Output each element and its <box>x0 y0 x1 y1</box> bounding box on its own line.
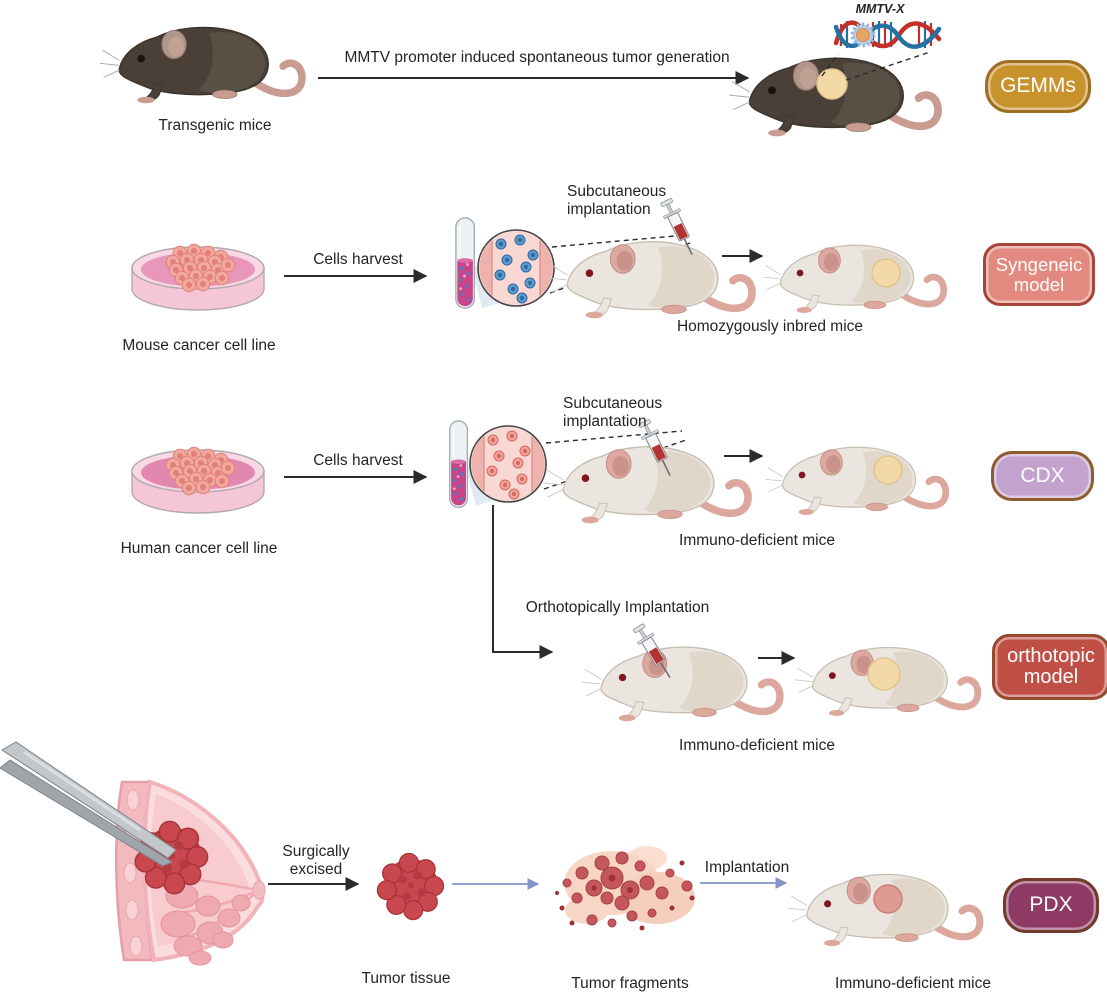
gemms-badge: GEMMs <box>985 60 1091 113</box>
cells-harvest-label-cdx: Cells harvest <box>313 452 403 469</box>
human-petri-dish-icon <box>132 447 264 513</box>
tumor-tissue-icon <box>376 852 445 921</box>
immuno-deficient-label-cdx: Immuno-deficient mice <box>679 532 835 549</box>
host-mouse-icon <box>582 647 780 722</box>
orthotopic-badge: orthotopic model <box>992 634 1107 700</box>
immuno-deficient-label-pdx: Immuno-deficient mice <box>835 975 991 992</box>
row-gemms <box>99 21 939 137</box>
breast-illustration-icon <box>115 779 266 966</box>
cell-suspension-tube-icon <box>454 216 476 310</box>
immuno-deficient-label-orthotopic: Immuno-deficient mice <box>679 737 835 754</box>
mouse-cell-line-label: Mouse cancer cell line <box>122 337 276 354</box>
elbow-connector-arrow <box>492 505 554 659</box>
mmtv-x-label: MMTV-X <box>855 2 905 16</box>
implantation-label: Implantation <box>704 859 790 876</box>
row-orthotopic <box>492 505 978 722</box>
tweezers-icon <box>0 741 177 867</box>
row-syngeneic <box>132 195 944 319</box>
mouse-cells-magnifier-icon <box>478 230 554 306</box>
human-cell-line-label: Human cancer cell line <box>120 540 278 557</box>
tumor-mouse-icon <box>765 447 946 515</box>
orthotopically-label: Orthotopically Implantation <box>525 599 710 616</box>
tumor-fragments-icon <box>555 846 695 931</box>
transgenic-mice-label: Transgenic mice <box>158 117 272 134</box>
row-cdx <box>132 416 946 524</box>
row-pdx <box>0 741 980 966</box>
cdx-badge: CDX <box>991 451 1094 501</box>
tumor-spot-icon <box>867 657 901 691</box>
dna-callout-lines <box>821 51 931 81</box>
tumor-mouse-icon <box>763 245 944 313</box>
host-mouse-icon <box>547 241 753 319</box>
surgically-excised-label: Surgically excised <box>282 843 350 878</box>
tumor-tissue-label: Tumor tissue <box>361 970 451 987</box>
cells-harvest-label-syngeneic: Cells harvest <box>313 251 403 268</box>
subcutaneous-label-syngeneic: Subcutaneous implantation <box>567 183 667 218</box>
subcutaneous-label-cdx: Subcutaneous implantation <box>563 395 663 430</box>
host-mouse-icon <box>543 446 749 524</box>
mouse-petri-dish-icon <box>132 244 264 310</box>
tumor-spot-icon <box>873 884 903 914</box>
syngeneic-badge: Syngeneic model <box>983 243 1095 306</box>
human-cells-magnifier-icon <box>470 426 546 502</box>
dna-helix-icon <box>836 21 939 48</box>
tumor-spot-icon <box>816 68 848 100</box>
cell-suspension-tube-icon <box>448 419 469 509</box>
pdx-badge: PDX <box>1003 878 1099 933</box>
mammary-lobules <box>160 883 251 966</box>
inbred-mice-label: Homozygously inbred mice <box>676 318 864 335</box>
transgenic-mouse-icon <box>99 27 302 104</box>
nipple <box>252 880 266 900</box>
tumor-spot-icon <box>871 258 901 288</box>
tumor-fragments-label: Tumor fragments <box>571 975 689 992</box>
tumor-spot-icon <box>873 455 903 485</box>
gemm-arrow-label: MMTV promoter induced spontaneous tumor … <box>344 49 730 66</box>
